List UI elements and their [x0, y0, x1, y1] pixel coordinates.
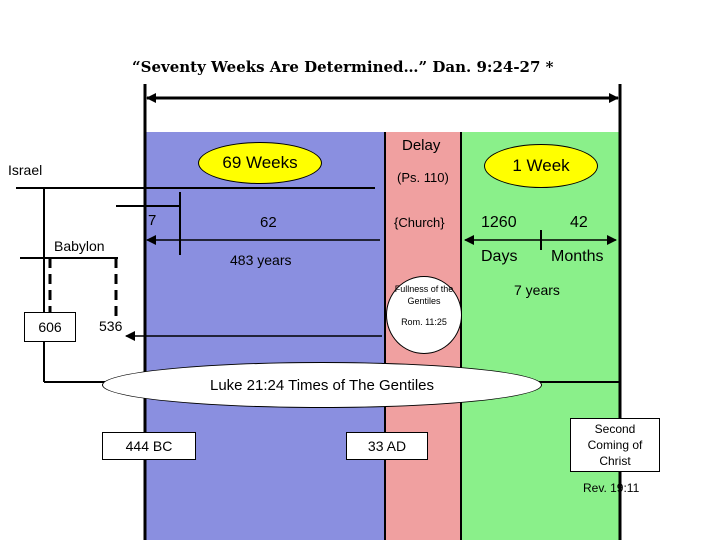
- fullness-bubble: Fullness of the Gentiles Rom. 11:25: [386, 276, 462, 354]
- label-fullness: Fullness of the Gentiles: [394, 284, 454, 306]
- badge-1-week: 1 Week: [484, 144, 598, 188]
- year-444-bc: 444 BC: [102, 432, 196, 460]
- label-536: 536: [99, 318, 123, 334]
- label-483-years: 483 years: [230, 252, 292, 268]
- label-rom: Rom. 11:25: [401, 317, 447, 327]
- label-rev: Rev. 19:11: [583, 481, 640, 495]
- label-luke: Luke 21:24 Times of The Gentiles: [209, 376, 435, 394]
- label-7: 7: [148, 212, 157, 229]
- label-444-bc: 444 BC: [125, 438, 173, 454]
- label-ps-110: (Ps. 110): [397, 170, 449, 185]
- year-606: 606: [24, 312, 76, 342]
- label-33-ad: 33 AD: [367, 438, 407, 454]
- label-second-coming: Second Coming of Christ: [587, 422, 643, 468]
- region-one-week: [461, 132, 620, 540]
- label-1-week: 1 Week: [512, 156, 570, 175]
- label-church: {Church}: [394, 215, 445, 230]
- label-israel: Israel: [8, 162, 43, 178]
- year-33-ad: 33 AD: [346, 432, 428, 460]
- label-babylon: Babylon: [54, 238, 105, 254]
- badge-69-weeks: 69 Weeks: [198, 142, 322, 184]
- label-7-years: 7 years: [514, 282, 560, 298]
- label-days: Days: [481, 248, 518, 265]
- second-coming-box: Second Coming of Christ: [570, 418, 660, 472]
- label-delay: Delay: [402, 137, 441, 154]
- luke-ellipse: Luke 21:24 Times of The Gentiles: [102, 362, 542, 408]
- label-62: 62: [260, 214, 277, 231]
- label-1260: 1260: [481, 214, 517, 231]
- label-606: 606: [38, 319, 62, 335]
- page-title: “Seventy Weeks Are Determined…” Dan. 9:2…: [132, 58, 554, 76]
- label-42: 42: [570, 214, 588, 231]
- label-months: Months: [551, 248, 604, 265]
- label-69-weeks: 69 Weeks: [222, 153, 298, 172]
